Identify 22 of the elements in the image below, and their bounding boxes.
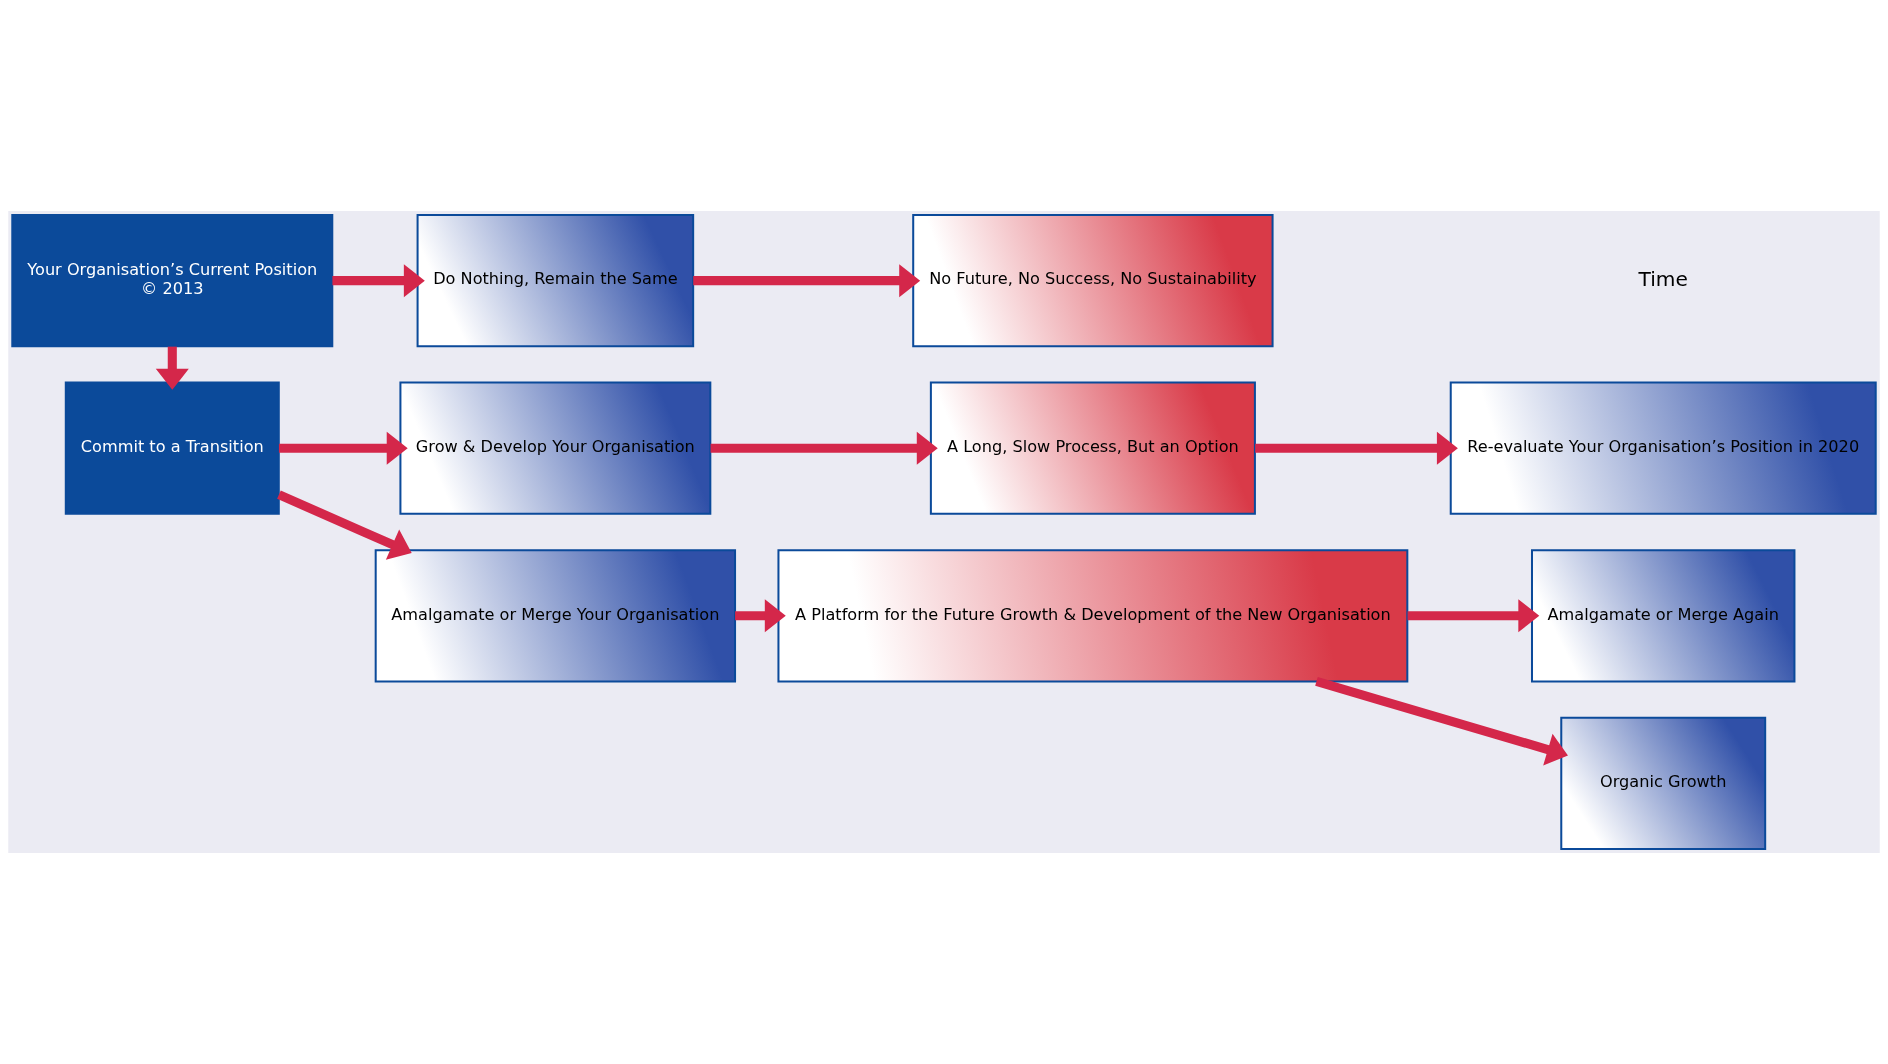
- node-box: Amalgamate or Merge Again: [1531, 549, 1796, 683]
- node-box: Grow & Develop Your Organisation: [399, 381, 712, 515]
- node-box: No Future, No Success, No Sustainability: [912, 214, 1274, 348]
- node-box: A Platform for the Future Growth & Development of the New Organisation: [777, 549, 1409, 683]
- arrow: [278, 431, 408, 465]
- arrow: [277, 490, 412, 560]
- node-box: Organic Growth: [1560, 716, 1767, 850]
- node-box: A Long, Slow Process, But an Option: [929, 381, 1256, 515]
- arrow: [1315, 677, 1568, 766]
- arrow: [735, 599, 786, 633]
- arrow: [155, 346, 189, 390]
- arrow: [693, 264, 921, 298]
- node-box: Re-evaluate Your Organisation’s Position in 2020: [1449, 381, 1877, 515]
- node-box: Do Nothing, Remain the Same: [416, 214, 695, 348]
- arrow: [1255, 431, 1458, 465]
- node-box: Your Organisation’s Current Position © 2013: [11, 214, 334, 348]
- arrow: [1407, 599, 1540, 633]
- arrow: [710, 431, 938, 465]
- arrow: [332, 264, 425, 298]
- node-box: Amalgamate or Merge Your Organisation: [374, 549, 737, 683]
- label: Time: [1638, 266, 1688, 291]
- node-box: Commit to a Transition: [64, 381, 280, 515]
